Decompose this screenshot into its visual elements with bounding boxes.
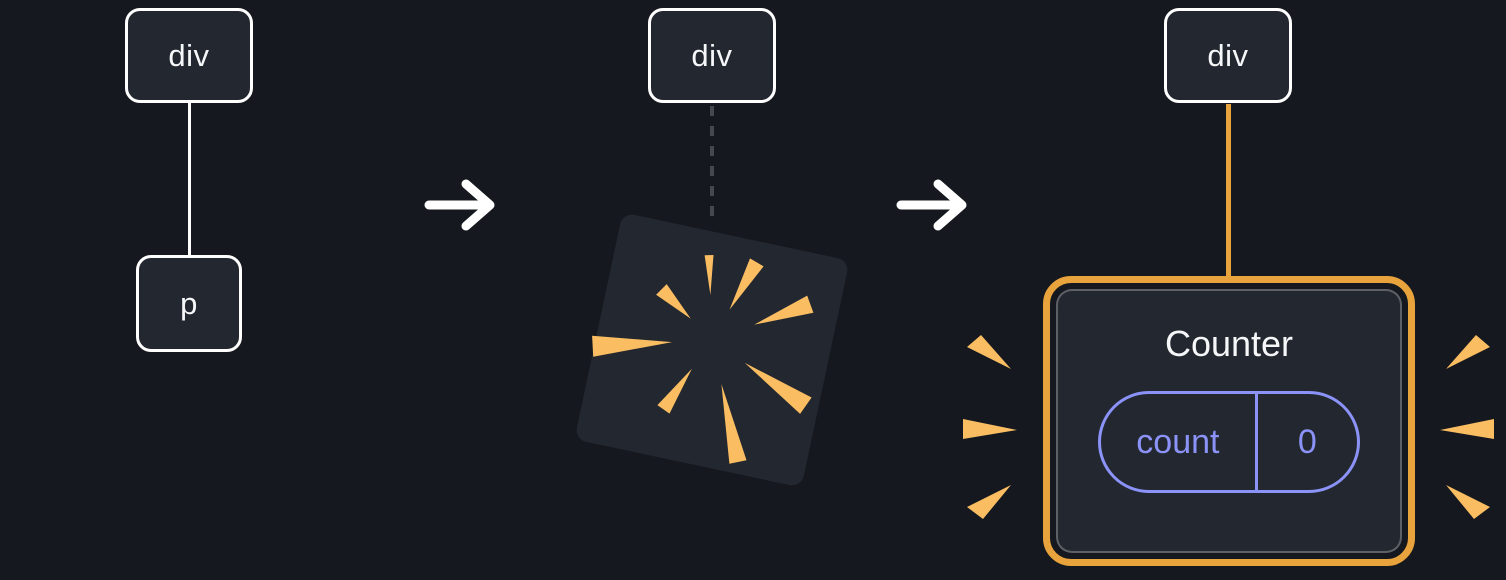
stage2-dashed-connector — [710, 106, 714, 218]
stage2-div-node: div — [648, 8, 776, 103]
counter-component-body: Counter count 0 — [1056, 289, 1402, 553]
state-value-label: 0 — [1297, 422, 1317, 461]
stage1-p-label: p — [180, 285, 198, 321]
stage1-div-label: div — [168, 37, 210, 73]
arrow-right-icon — [424, 176, 500, 234]
explosion-burst-icon — [552, 190, 872, 515]
stage2-div-label: div — [691, 37, 733, 73]
component-title: Counter — [1164, 323, 1294, 364]
stage3-div-node: div — [1164, 8, 1292, 103]
counter-component-card: Counter count 0 — [1043, 276, 1415, 566]
arrow-right-icon — [896, 176, 972, 234]
stage1-connector — [188, 103, 191, 258]
stage3-orange-connector — [1226, 104, 1231, 278]
state-pill: count 0 — [1098, 391, 1360, 493]
state-key-label: count — [1101, 394, 1258, 490]
sparkle-dashes-right-icon — [1434, 335, 1494, 525]
stage1-p-node: p — [136, 255, 242, 352]
stage3-div-label: div — [1207, 37, 1249, 73]
stage1-div-node: div — [125, 8, 253, 103]
sparkle-dashes-left-icon — [963, 335, 1023, 525]
